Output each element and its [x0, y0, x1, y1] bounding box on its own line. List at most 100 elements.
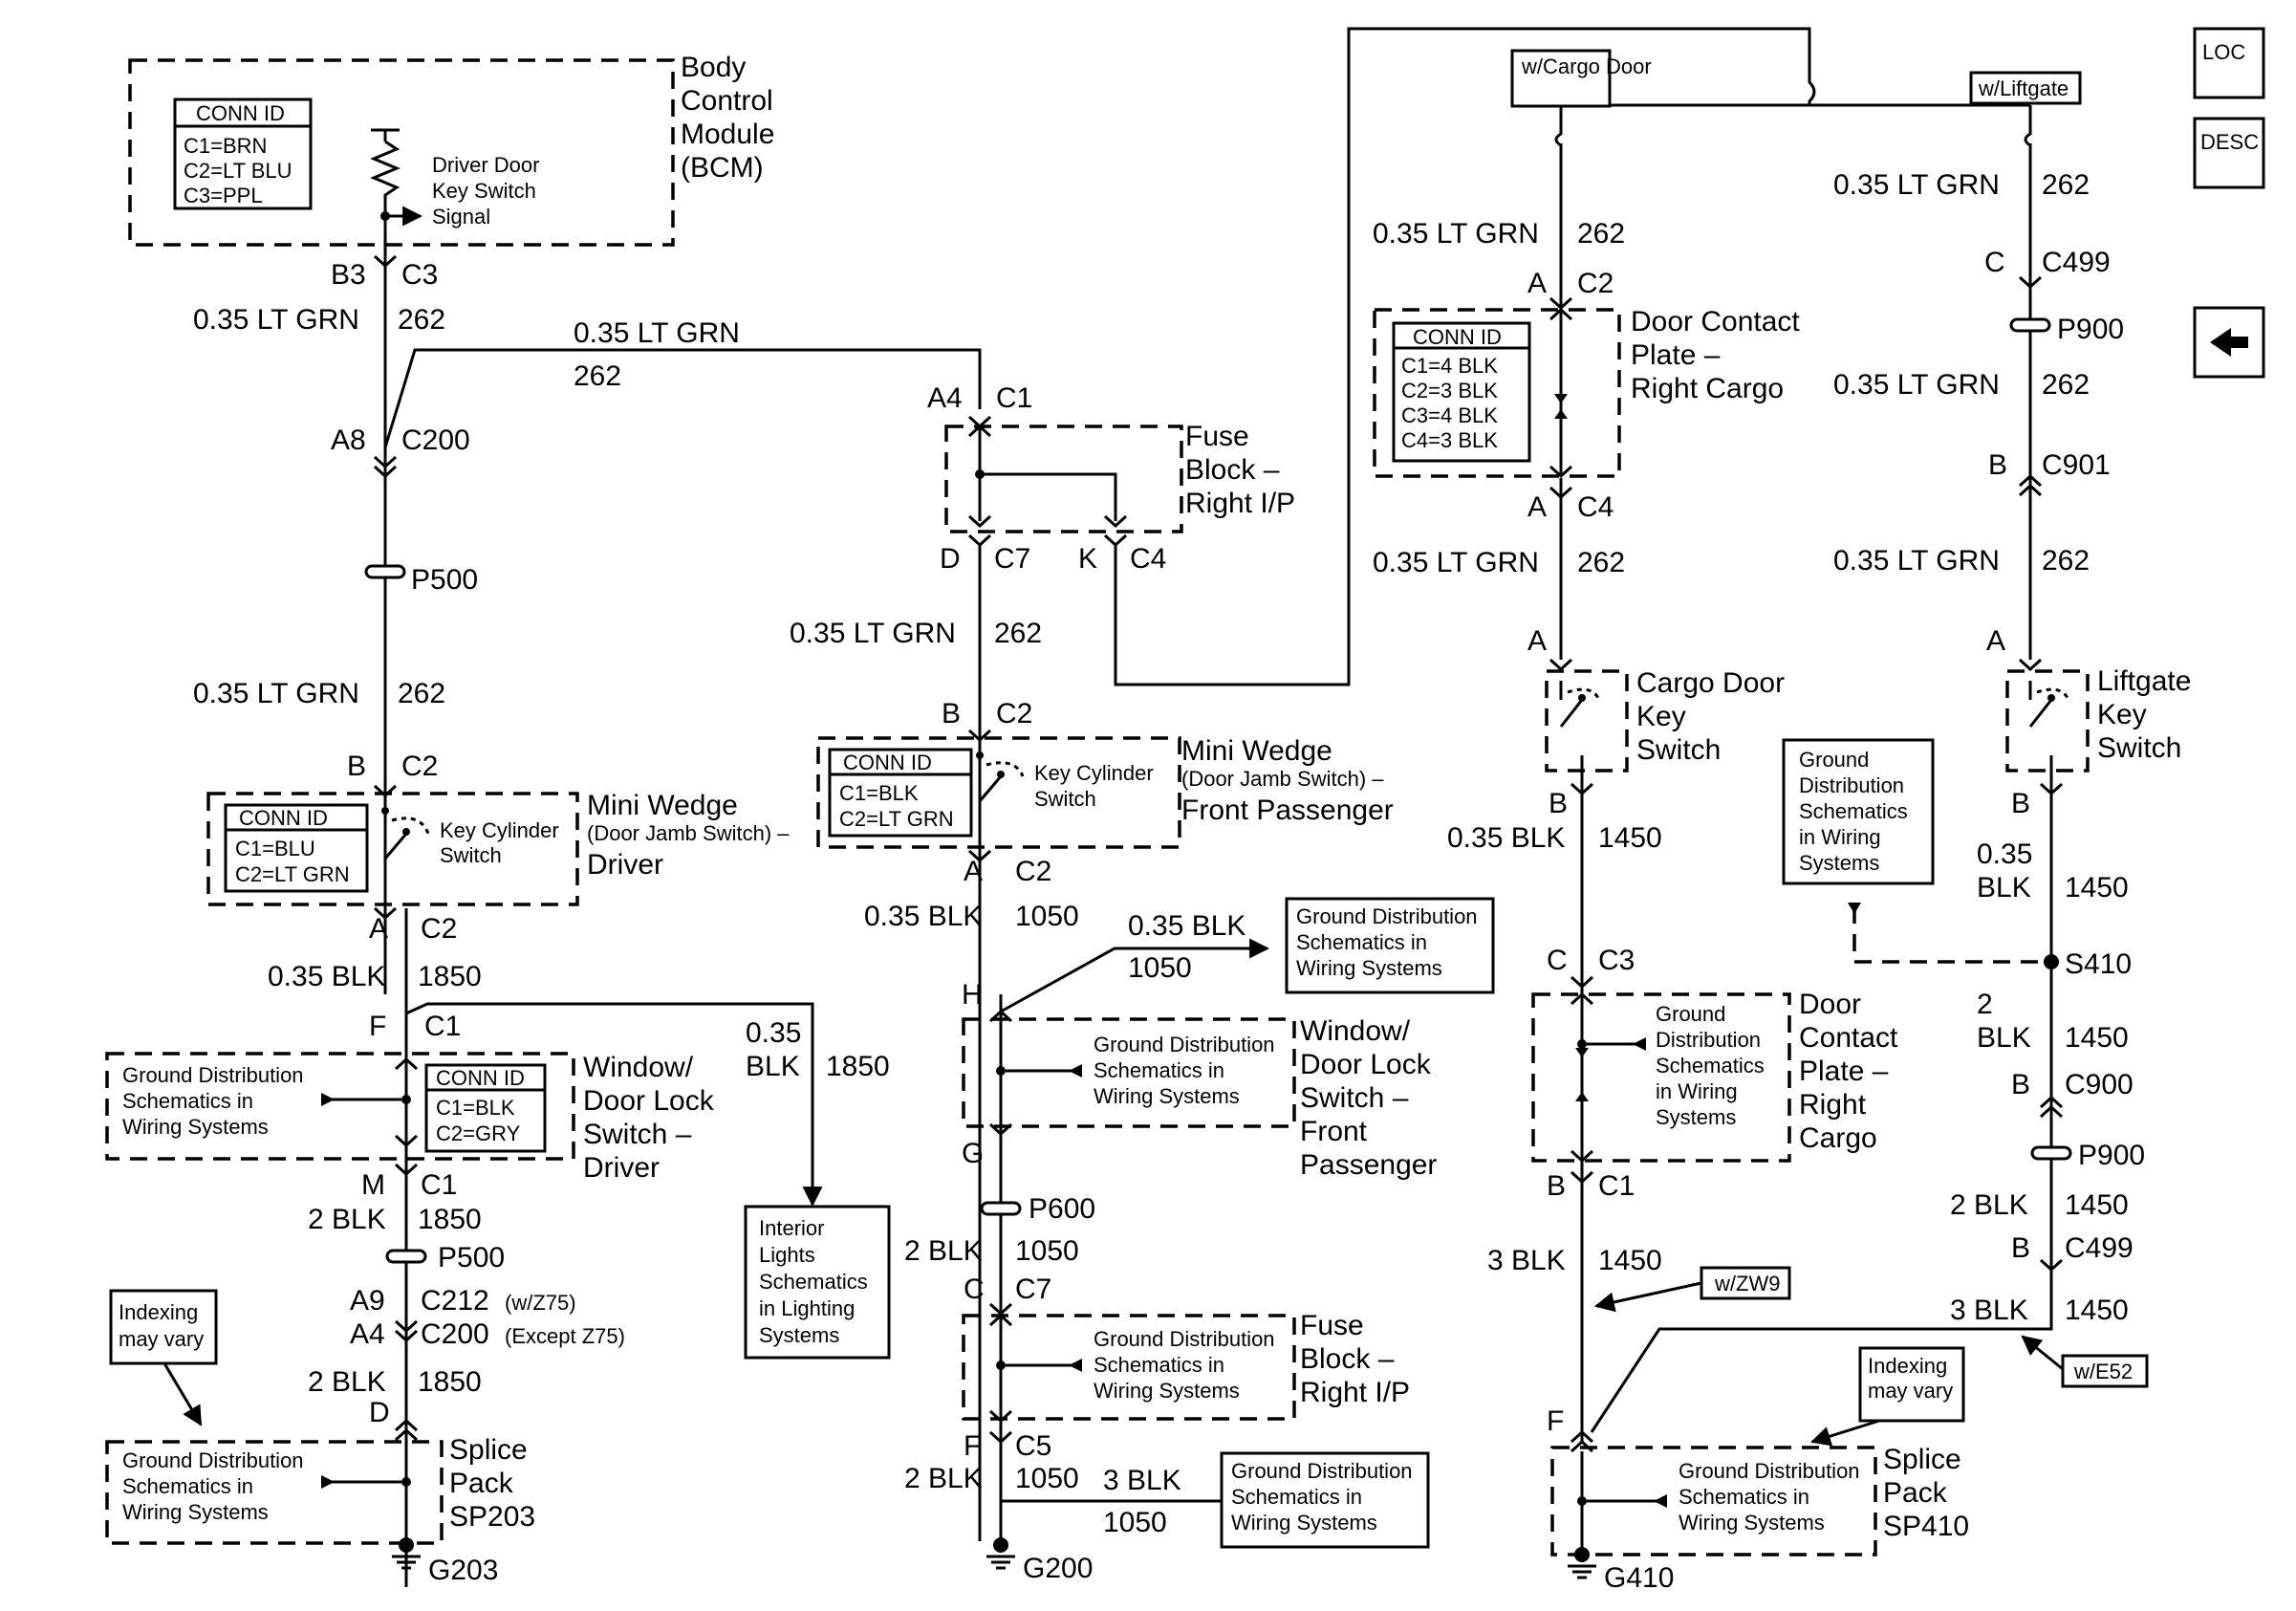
svg-text:0.35 BLK: 0.35 BLK — [1128, 910, 1245, 942]
liftgate-key-switch — [2028, 681, 2069, 771]
svg-text:C1=BLU: C1=BLU — [235, 837, 315, 860]
svg-text:Door Lock: Door Lock — [583, 1085, 715, 1117]
svg-text:B: B — [347, 751, 366, 782]
svg-text:262: 262 — [994, 618, 1042, 649]
svg-text:Fuse: Fuse — [1185, 421, 1249, 452]
liftgate-gd-ref-box[interactable] — [1782, 738, 1935, 885]
svg-text:C2=GRY: C2=GRY — [436, 1121, 521, 1145]
svg-text:A: A — [964, 856, 983, 887]
svg-text:C2=3 BLK: C2=3 BLK — [1401, 379, 1498, 403]
svg-text:Wiring Systems: Wiring Systems — [1094, 1084, 1240, 1108]
svg-text:in Lighting: in Lighting — [759, 1296, 855, 1320]
svg-text:C: C — [1547, 945, 1568, 976]
svg-text:G410: G410 — [1604, 1562, 1674, 1594]
svg-text:Right: Right — [1799, 1089, 1867, 1121]
svg-text:B: B — [1988, 449, 2007, 481]
svg-text:Ground Distribution: Ground Distribution — [1679, 1459, 1860, 1483]
svg-text:w/E52: w/E52 — [2073, 1360, 2133, 1383]
svg-text:Schematics in: Schematics in — [1094, 1058, 1224, 1082]
door-contact-plate-box — [1373, 308, 1621, 478]
door-contact-switch — [1549, 307, 1573, 479]
svg-text:w/Liftgate: w/Liftgate — [1978, 76, 2069, 100]
sp410-title: Splice Pack SP410 — [1883, 1444, 1969, 1542]
svg-text:C2: C2 — [996, 698, 1032, 729]
svg-text:262: 262 — [398, 304, 445, 336]
svg-text:C4: C4 — [1130, 543, 1166, 575]
svg-text:Cargo: Cargo — [1799, 1122, 1877, 1154]
svg-text:Ground Distribution: Ground Distribution — [1094, 1327, 1275, 1351]
svg-text:C901: C901 — [2042, 449, 2111, 481]
svg-text:A: A — [1527, 625, 1547, 657]
svg-text:262: 262 — [1577, 218, 1625, 250]
svg-text:B: B — [2011, 788, 2030, 819]
back-button[interactable] — [2193, 306, 2265, 379]
svg-text:Ground: Ground — [1656, 1002, 1725, 1026]
driver-window-door-lock-switch-box — [105, 1052, 575, 1161]
svg-text:Key Cylinder: Key Cylinder — [440, 818, 559, 842]
interior-lights-ref-box[interactable] — [744, 1205, 891, 1360]
svg-text:Contact: Contact — [1799, 1022, 1898, 1054]
driver-mini-wedge-box — [206, 792, 579, 906]
svg-text:(w/Z75): (w/Z75) — [505, 1291, 576, 1315]
desc-button[interactable]: DESC — [2193, 117, 2265, 189]
svg-text:C5: C5 — [1015, 1430, 1051, 1462]
svg-text:Front: Front — [1300, 1116, 1368, 1147]
svg-text:SP410: SP410 — [1883, 1511, 1969, 1542]
svg-text:262: 262 — [398, 678, 445, 709]
svg-text:C2=LT GRN: C2=LT GRN — [235, 862, 350, 886]
svg-text:Ground Distribution: Ground Distribution — [122, 1063, 304, 1087]
svg-text:Switch: Switch — [1636, 734, 1721, 766]
svg-text:Schematics in: Schematics in — [1296, 930, 1427, 954]
svg-text:P900: P900 — [2057, 314, 2124, 345]
svg-text:F: F — [369, 1011, 386, 1042]
svg-text:Indexing: Indexing — [119, 1300, 198, 1324]
svg-text:0.35 LT GRN: 0.35 LT GRN — [1373, 547, 1539, 578]
svg-text:C2=LT BLU: C2=LT BLU — [184, 159, 292, 183]
svg-text:Door: Door — [1799, 989, 1861, 1020]
svg-text:Driver Door: Driver Door — [432, 153, 539, 177]
bcm-box — [128, 58, 675, 247]
svg-text:C4: C4 — [1577, 491, 1614, 523]
svg-text:BLK: BLK — [1977, 1022, 2031, 1054]
svg-text:CONN ID: CONN ID — [436, 1066, 525, 1090]
svg-text:Ground Distribution: Ground Distribution — [1231, 1459, 1413, 1483]
svg-text:Key Switch: Key Switch — [432, 179, 536, 203]
p500-inline-connector-2 — [385, 1249, 427, 1264]
svg-text:0.35: 0.35 — [746, 1017, 801, 1049]
driver-mini-wedge-conn-id — [224, 803, 369, 893]
svg-text:Body: Body — [681, 52, 746, 83]
p600-inline-connector — [980, 1201, 1022, 1216]
door-contact-plate-2-box — [1531, 992, 1791, 1163]
passenger-gd-ref-box-2[interactable] — [1220, 1451, 1430, 1549]
svg-text:BLK: BLK — [1977, 872, 2031, 903]
bcm-conn-id-table — [173, 98, 313, 210]
svg-text:Schematics in: Schematics in — [1679, 1485, 1809, 1509]
svg-text:0.35 BLK: 0.35 BLK — [1447, 822, 1565, 854]
svg-text:Schematics in: Schematics in — [122, 1474, 253, 1498]
passenger-gd-ref-box[interactable] — [1285, 897, 1495, 994]
svg-text:0.35 LT GRN: 0.35 LT GRN — [193, 678, 359, 709]
svg-text:in Wiring: in Wiring — [1799, 825, 1881, 849]
svg-text:D: D — [940, 543, 961, 575]
svg-text:2 BLK: 2 BLK — [308, 1204, 386, 1235]
svg-text:C7: C7 — [994, 543, 1030, 575]
variant-zw9-label — [1700, 1266, 1791, 1300]
variant-e52-label — [2061, 1354, 2149, 1388]
svg-text:0.35 BLK: 0.35 BLK — [268, 961, 385, 992]
svg-text:P600: P600 — [1029, 1193, 1095, 1225]
bcm-pullup-resistor — [370, 128, 423, 227]
svg-text:A: A — [1527, 491, 1547, 523]
svg-text:Interior: Interior — [759, 1216, 824, 1240]
svg-text:0.35 LT GRN: 0.35 LT GRN — [1833, 545, 2000, 577]
svg-text:1050: 1050 — [1103, 1507, 1167, 1538]
svg-text:C1=BLK: C1=BLK — [436, 1096, 515, 1120]
loc-button[interactable]: LOC — [2193, 27, 2265, 99]
svg-text:0.35 LT GRN: 0.35 LT GRN — [1373, 218, 1539, 250]
svg-text:Window/: Window/ — [1300, 1015, 1411, 1047]
svg-text:Cargo Door: Cargo Door — [1636, 667, 1785, 699]
svg-text:1850: 1850 — [418, 1366, 482, 1398]
passenger-key-cylinder-switch — [976, 751, 1025, 802]
svg-text:1450: 1450 — [2065, 1022, 2129, 1054]
door-contact-plate-conn-id — [1392, 321, 1531, 463]
svg-text:Key: Key — [2097, 699, 2147, 730]
